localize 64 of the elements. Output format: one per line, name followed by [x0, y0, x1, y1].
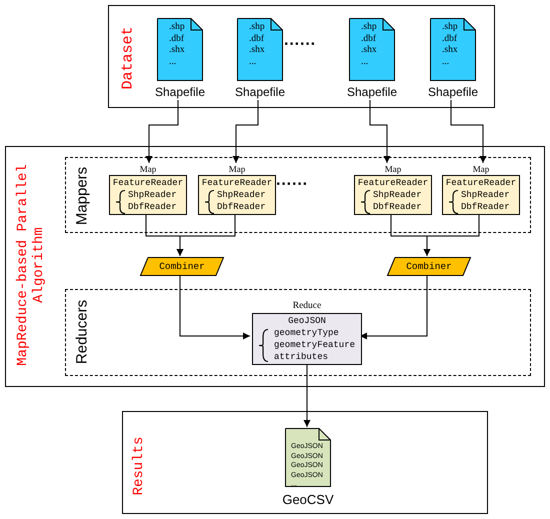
class-name: GeoJSON: [287, 317, 327, 326]
class-name: ShpReader: [373, 191, 422, 200]
class-name: ShpReader: [217, 191, 266, 200]
connector-arrow: [370, 100, 390, 164]
class-name: DbfReader: [373, 203, 422, 212]
file-extension: .shx: [442, 46, 458, 56]
step-label: Map: [472, 165, 490, 174]
file-extension: ...: [361, 58, 368, 67]
connector-arrow: [360, 274, 428, 340]
section-title: Dataset: [120, 26, 136, 90]
section-title: Results: [132, 436, 146, 496]
class-name: FeatureReader: [444, 179, 518, 188]
class-name: FeatureReader: [112, 179, 184, 188]
panel-frame: [108, 5, 495, 108]
step-label: Map: [228, 165, 246, 174]
file-extension: ...: [169, 58, 176, 67]
group-title: Reducers: [74, 300, 90, 364]
file-extension: .dbf: [442, 34, 458, 44]
file-extension: .shp: [249, 23, 265, 32]
file-extension: .shx: [249, 46, 265, 56]
class-name: DbfReader: [128, 203, 177, 212]
class-name: DbfReader: [217, 203, 266, 212]
connector-arrow: [146, 100, 178, 164]
file-extension: .shp: [169, 23, 185, 32]
file-extension: .dbf: [361, 34, 376, 44]
step-label: Reduce: [292, 302, 322, 312]
file-extension: .dbf: [249, 34, 264, 44]
step-name: Combiner: [158, 262, 206, 272]
connector-arrow: [304, 362, 310, 428]
file-extension: ...: [442, 58, 450, 67]
file-caption: GeoCSV: [281, 493, 335, 506]
class-name: FeatureReader: [200, 179, 274, 188]
connector-arrow: [424, 212, 480, 256]
file-caption: Shapefile: [346, 86, 398, 98]
class-name: FeatureReader: [356, 179, 430, 188]
file-extension: .shp: [442, 23, 458, 32]
file-extension: ...: [249, 58, 256, 67]
connector-arrow: [450, 100, 486, 164]
ellipsis-dots: ······: [283, 37, 317, 53]
class-name: ShpReader: [461, 191, 510, 200]
dashed-group-frame: [65, 289, 531, 376]
section-title: MapReduce-based Parallel Algorithm: [14, 163, 48, 368]
dashed-group-frame: [65, 157, 531, 233]
panel-frame: [122, 411, 488, 514]
field-name: geometryType: [274, 329, 339, 338]
field-name: attributes: [274, 353, 328, 362]
class-name: DbfReader: [461, 203, 510, 212]
file-extension: .dbf: [169, 34, 184, 44]
file-extension: .shx: [361, 46, 377, 56]
step-label: Map: [138, 165, 158, 174]
step-name: Combiner: [405, 262, 453, 272]
class-name: ShpReader: [128, 191, 177, 200]
file-extension: .shp: [361, 23, 377, 32]
connector-arrow: [232, 100, 258, 164]
connector-arrow: [180, 274, 250, 340]
panel-frame: [5, 146, 545, 387]
file-caption: Shapefile: [154, 86, 206, 98]
group-title: Mappers: [74, 166, 90, 226]
file-extension: .shx: [169, 46, 185, 56]
connector-arrow: [176, 212, 236, 256]
step-label: Map: [384, 165, 402, 174]
file-caption: Shapefile: [234, 86, 286, 98]
field-name: geometryFeature: [274, 341, 356, 350]
file-caption: Shapefile: [426, 86, 480, 98]
